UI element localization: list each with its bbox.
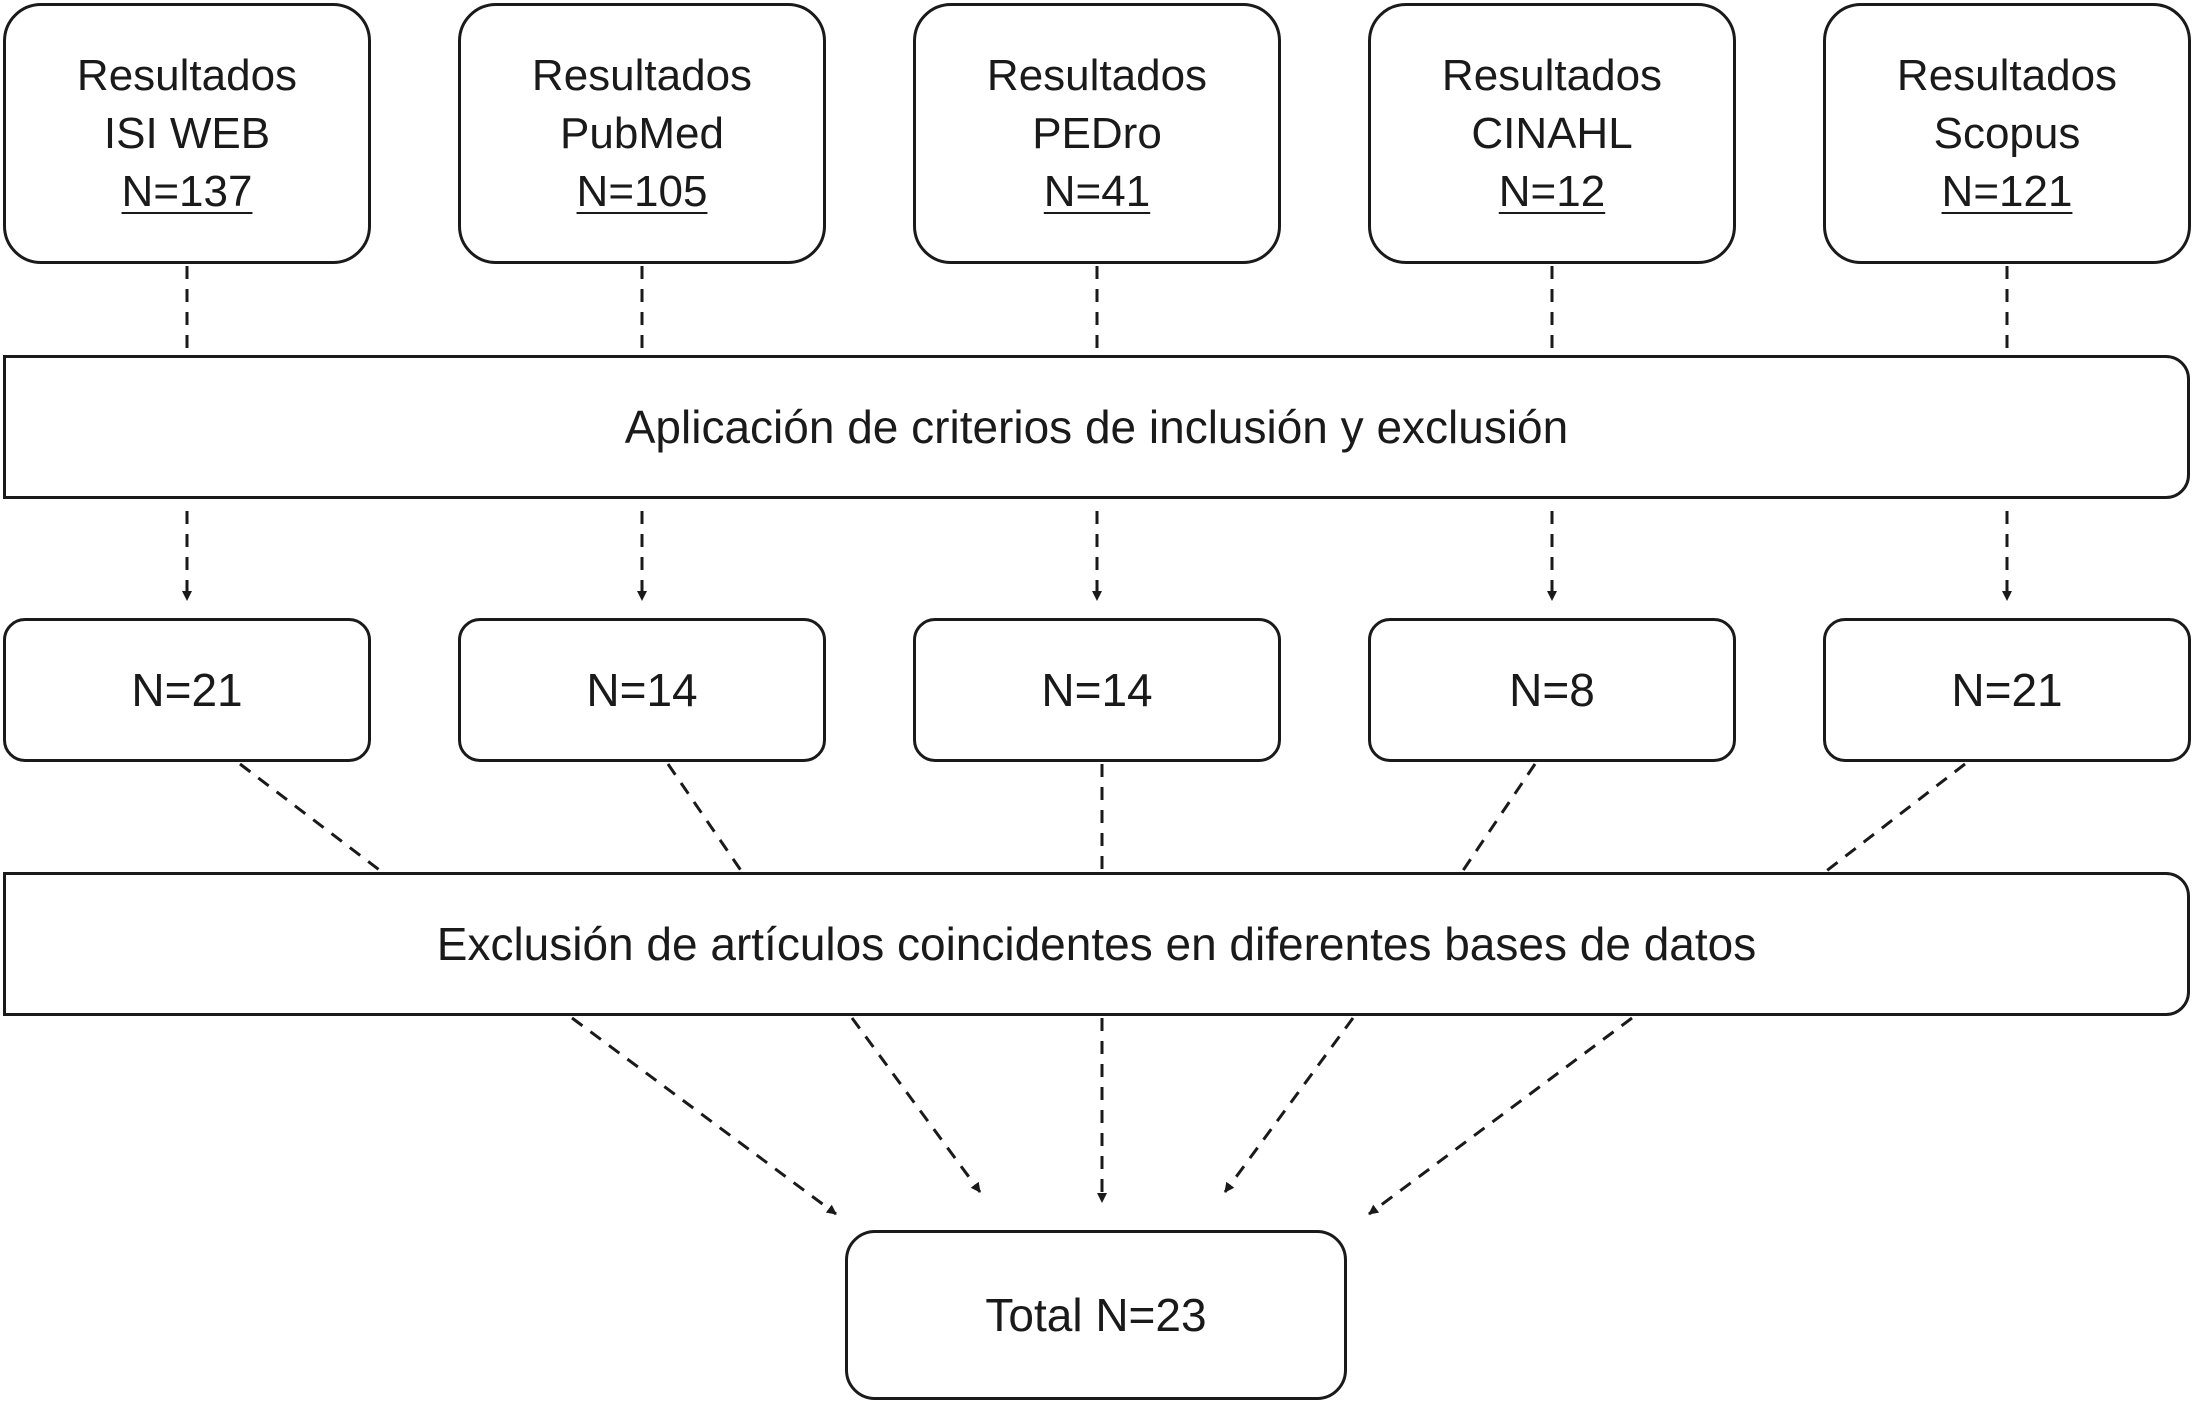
dedup-step-label: Exclusión de artículos coincidentes en d… (436, 918, 1757, 970)
filtered-count-box-pedro: N=14 (913, 618, 1281, 762)
dedup-step-box: Exclusión de artículos coincidentes en d… (3, 872, 2190, 1016)
source-label: Resultados (531, 50, 753, 100)
source-name: Scopus (1933, 108, 2081, 158)
source-count: N=137 (121, 166, 253, 216)
arrow-dedup-to-total-5 (1368, 1016, 1633, 1216)
source-box-isi-web: Resultados ISI WEB N=137 (3, 3, 371, 264)
source-box-cinahl: Resultados CINAHL N=12 (1368, 3, 1736, 264)
source-box-scopus: Resultados Scopus N=121 (1823, 3, 2191, 264)
source-name: PEDro (1032, 108, 1162, 158)
source-box-pedro: Resultados PEDro N=41 (913, 3, 1281, 264)
total-label: Total N=23 (985, 1289, 1207, 1341)
source-label: Resultados (1896, 50, 2118, 100)
source-label: Resultados (986, 50, 1208, 100)
source-name: ISI WEB (103, 108, 271, 158)
filtered-count: N=14 (1041, 664, 1153, 716)
connector-filtered-5-to-dedup (1824, 762, 1966, 874)
source-label: Resultados (1441, 50, 1663, 100)
connector-filtered-2-to-dedup (666, 763, 744, 873)
source-count: N=12 (1498, 166, 1606, 216)
filtered-count: N=21 (1951, 664, 2063, 716)
source-count: N=121 (1941, 166, 2073, 216)
arrow-dedup-to-total-4 (1223, 1017, 1355, 1193)
source-label: Resultados (76, 50, 298, 100)
filtered-count-box-isi-web: N=21 (3, 618, 371, 762)
source-count: N=41 (1043, 166, 1151, 216)
criteria-step-box: Aplicación de criterios de inclusión y e… (3, 355, 2190, 499)
source-box-pubmed: Resultados PubMed N=105 (458, 3, 826, 264)
criteria-step-label: Aplicación de criterios de inclusión y e… (624, 401, 1569, 453)
source-name: CINAHL (1471, 108, 1633, 158)
filtered-count-box-pubmed: N=14 (458, 618, 826, 762)
connector-filtered-1-to-dedup (239, 762, 383, 874)
filtered-count: N=14 (586, 664, 698, 716)
source-count: N=105 (576, 166, 708, 216)
arrow-dedup-to-total-1 (571, 1016, 837, 1216)
filtered-count-box-scopus: N=21 (1823, 618, 2191, 762)
filtered-count-box-cinahl: N=8 (1368, 618, 1736, 762)
filtered-count: N=21 (131, 664, 243, 716)
total-box: Total N=23 (845, 1230, 1347, 1400)
source-name: PubMed (560, 108, 724, 158)
connector-filtered-4-to-dedup (1460, 763, 1537, 873)
arrow-dedup-to-total-2 (850, 1017, 982, 1193)
filtered-count: N=8 (1509, 664, 1595, 716)
